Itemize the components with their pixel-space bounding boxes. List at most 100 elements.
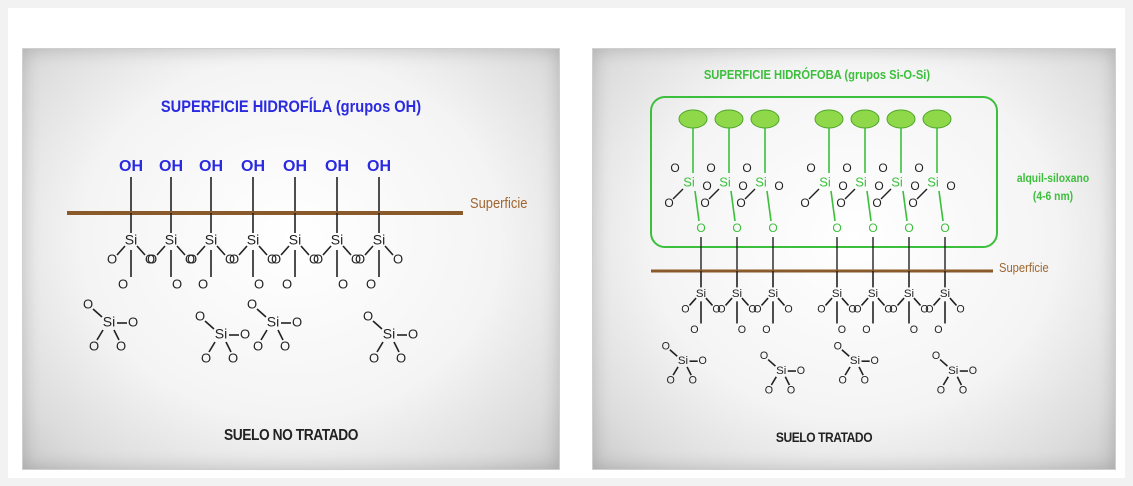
oxygen-atom: O	[742, 161, 751, 175]
oxygen-atom: O	[797, 365, 805, 377]
alkyl-chain	[830, 190, 836, 222]
oxygen-atom: O	[817, 303, 825, 315]
bond-line	[258, 245, 268, 256]
silicon-atom: Si	[927, 174, 939, 189]
hydroxyl-group: OH	[283, 158, 307, 175]
bond-line	[393, 341, 400, 353]
oxygen-atom: O	[848, 303, 856, 315]
oxygen-atom: O	[706, 161, 715, 175]
bond-line	[208, 341, 216, 353]
alkyl-group-head	[922, 109, 952, 129]
oxygen-atom: O	[787, 385, 795, 397]
oxygen-atom: O	[271, 251, 281, 266]
oxygen-atom: O	[760, 350, 768, 362]
silicon-atom: Si	[125, 232, 137, 248]
alkyl-group-head	[814, 109, 844, 129]
surface-label: Superficie	[470, 195, 528, 212]
bond-line	[372, 320, 383, 330]
bond-line	[277, 329, 284, 341]
oxygen-atom: O	[884, 303, 892, 315]
oxygen-atom: O	[351, 251, 361, 266]
bond-line	[204, 320, 215, 330]
oxygen-atom: O	[247, 296, 257, 311]
oxygen-atom: O	[254, 276, 264, 291]
bond-line	[942, 376, 949, 386]
oxygen-atom: O	[366, 276, 376, 291]
oxygen-atom: O	[838, 324, 846, 336]
bond-line	[708, 188, 720, 200]
bond-line	[760, 297, 769, 306]
untreated-soil-label: SUELO NO TRATADO	[223, 427, 359, 444]
oxygen-atom: O	[225, 251, 235, 266]
oxygen-atom: O	[738, 179, 747, 193]
bond-line	[744, 188, 756, 200]
silicon-atom: Si	[205, 232, 217, 248]
alkyl-group-head	[714, 109, 744, 129]
oxygen-atom: O	[920, 303, 928, 315]
silicon-atom: Si	[103, 314, 115, 330]
oxygen-atom: O	[956, 303, 964, 315]
bond-line	[322, 245, 332, 256]
oxygen-atom: O	[732, 221, 741, 235]
bond-line	[770, 376, 777, 386]
silicon-atom: Si	[891, 174, 903, 189]
bond-line	[384, 245, 394, 256]
alkyl-group-head	[886, 109, 916, 129]
oxygen-atom: O	[870, 355, 878, 367]
bond-line	[176, 245, 186, 256]
bond-line	[376, 341, 384, 353]
bond-line	[824, 297, 833, 306]
oxygen-atom: O	[768, 221, 777, 235]
oxygen-atom: O	[765, 385, 773, 397]
oxygen-atom: O	[853, 303, 861, 315]
oxygen-atom: O	[338, 276, 348, 291]
silicon-atom: Si	[289, 232, 301, 248]
oxygen-atom: O	[712, 303, 720, 315]
silicon-atom: Si	[855, 174, 867, 189]
oxygen-atom: O	[842, 161, 851, 175]
hydroxyl-group: OH	[241, 158, 265, 175]
alkyl-chain	[694, 190, 700, 222]
alkyl-siloxane-thickness: (4-6 nm)	[1032, 189, 1074, 203]
oxygen-atom: O	[689, 375, 697, 387]
oxygen-atom: O	[662, 340, 670, 352]
oxygen-atom: O	[280, 338, 290, 353]
silicon-atom: Si	[383, 326, 395, 342]
hydroxyl-group: OH	[159, 158, 183, 175]
oxygen-atom: O	[118, 276, 128, 291]
oxygen-atom: O	[292, 314, 302, 329]
oxygen-atom: O	[369, 350, 379, 365]
bond-line	[216, 245, 226, 256]
oxygen-atom: O	[670, 161, 679, 175]
silicon-atom: Si	[819, 174, 831, 189]
oxygen-atom: O	[959, 385, 967, 397]
oxygen-atom: O	[128, 314, 138, 329]
bond-line	[196, 245, 206, 256]
silicon-atom: Si	[948, 365, 958, 377]
bond-line	[686, 366, 692, 376]
oxygen-atom: O	[736, 196, 745, 210]
oxygen-atom: O	[836, 196, 845, 210]
oxygen-atom: O	[868, 221, 877, 235]
oxygen-atom: O	[878, 161, 887, 175]
bond-line	[113, 329, 120, 341]
oxygen-atom: O	[861, 375, 869, 387]
alkyl-chain	[938, 190, 944, 222]
bond-line	[225, 341, 232, 353]
alkyl-group-head	[750, 109, 780, 129]
alkyl-siloxane-label: alquil-siloxano (4-6 nm)	[1006, 169, 1101, 205]
bond-line	[916, 188, 928, 200]
hydroxyl-group: OH	[199, 158, 223, 175]
bond-line	[896, 297, 905, 306]
oxygen-atom: O	[753, 303, 761, 315]
silicon-atom: Si	[678, 355, 688, 367]
oxygen-atom: O	[690, 324, 698, 336]
oxygen-atom: O	[309, 251, 319, 266]
alkyl-chain	[766, 190, 772, 222]
bond-line	[116, 245, 126, 256]
oxygen-atom: O	[253, 338, 263, 353]
bond-line	[260, 329, 268, 341]
